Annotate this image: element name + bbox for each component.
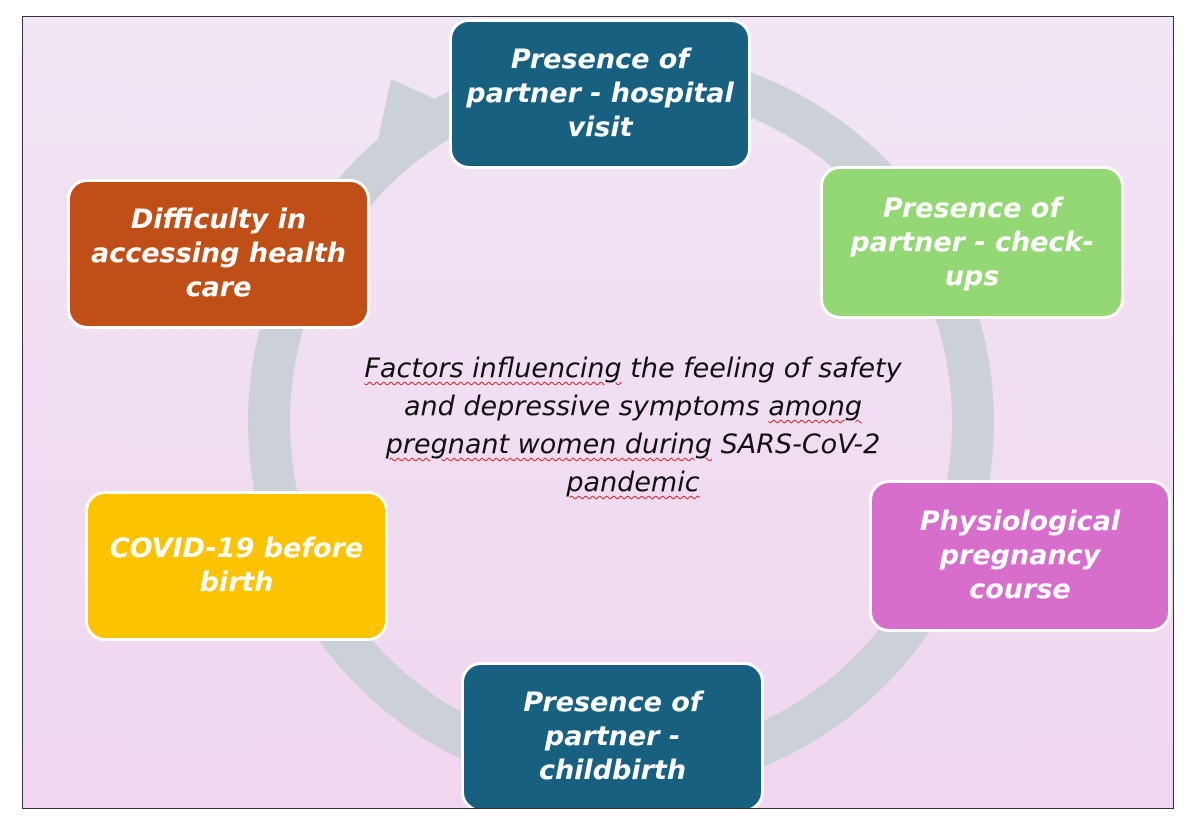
node-childbirth: Presence of partner - childbirth: [461, 662, 764, 808]
center-title-part: the feeling of safety and depressive sym…: [404, 353, 902, 422]
cycle-arrowhead: [375, 79, 435, 153]
center-title-part: Factors influencing: [364, 353, 622, 384]
center-title-part: pregnant women during: [385, 429, 712, 460]
node-childbirth-label: Presence of partner - childbirth: [523, 687, 702, 786]
node-check-ups: Presence of partner - check-ups: [820, 166, 1124, 319]
center-title-part: SARS-CoV-2: [712, 429, 881, 460]
center-title: Factors influencing the feeling of safet…: [353, 350, 913, 502]
node-covid-before-birth: COVID-19 before birth: [85, 491, 388, 641]
node-covid-before-birth-label: COVID-19 before birth: [109, 533, 364, 598]
node-difficulty-health-care-label: Difficulty in accessing health care: [90, 204, 347, 303]
diagram-canvas: Presence of partner - hospital visit Pre…: [22, 16, 1174, 809]
node-check-ups-label: Presence of partner - check-ups: [850, 192, 1094, 292]
node-physiological-pregnancy: Physiological pregnancy course: [869, 480, 1171, 632]
node-hospital-visit-label: Presence of partner - hospital visit: [466, 44, 734, 143]
node-physiological-pregnancy-label: Physiological pregnancy course: [919, 506, 1121, 605]
center-title-part: among: [768, 391, 862, 422]
node-hospital-visit: Presence of partner - hospital visit: [449, 19, 751, 169]
center-title-part: pandemic: [566, 467, 700, 498]
node-difficulty-health-care: Difficulty in accessing health care: [67, 179, 370, 329]
